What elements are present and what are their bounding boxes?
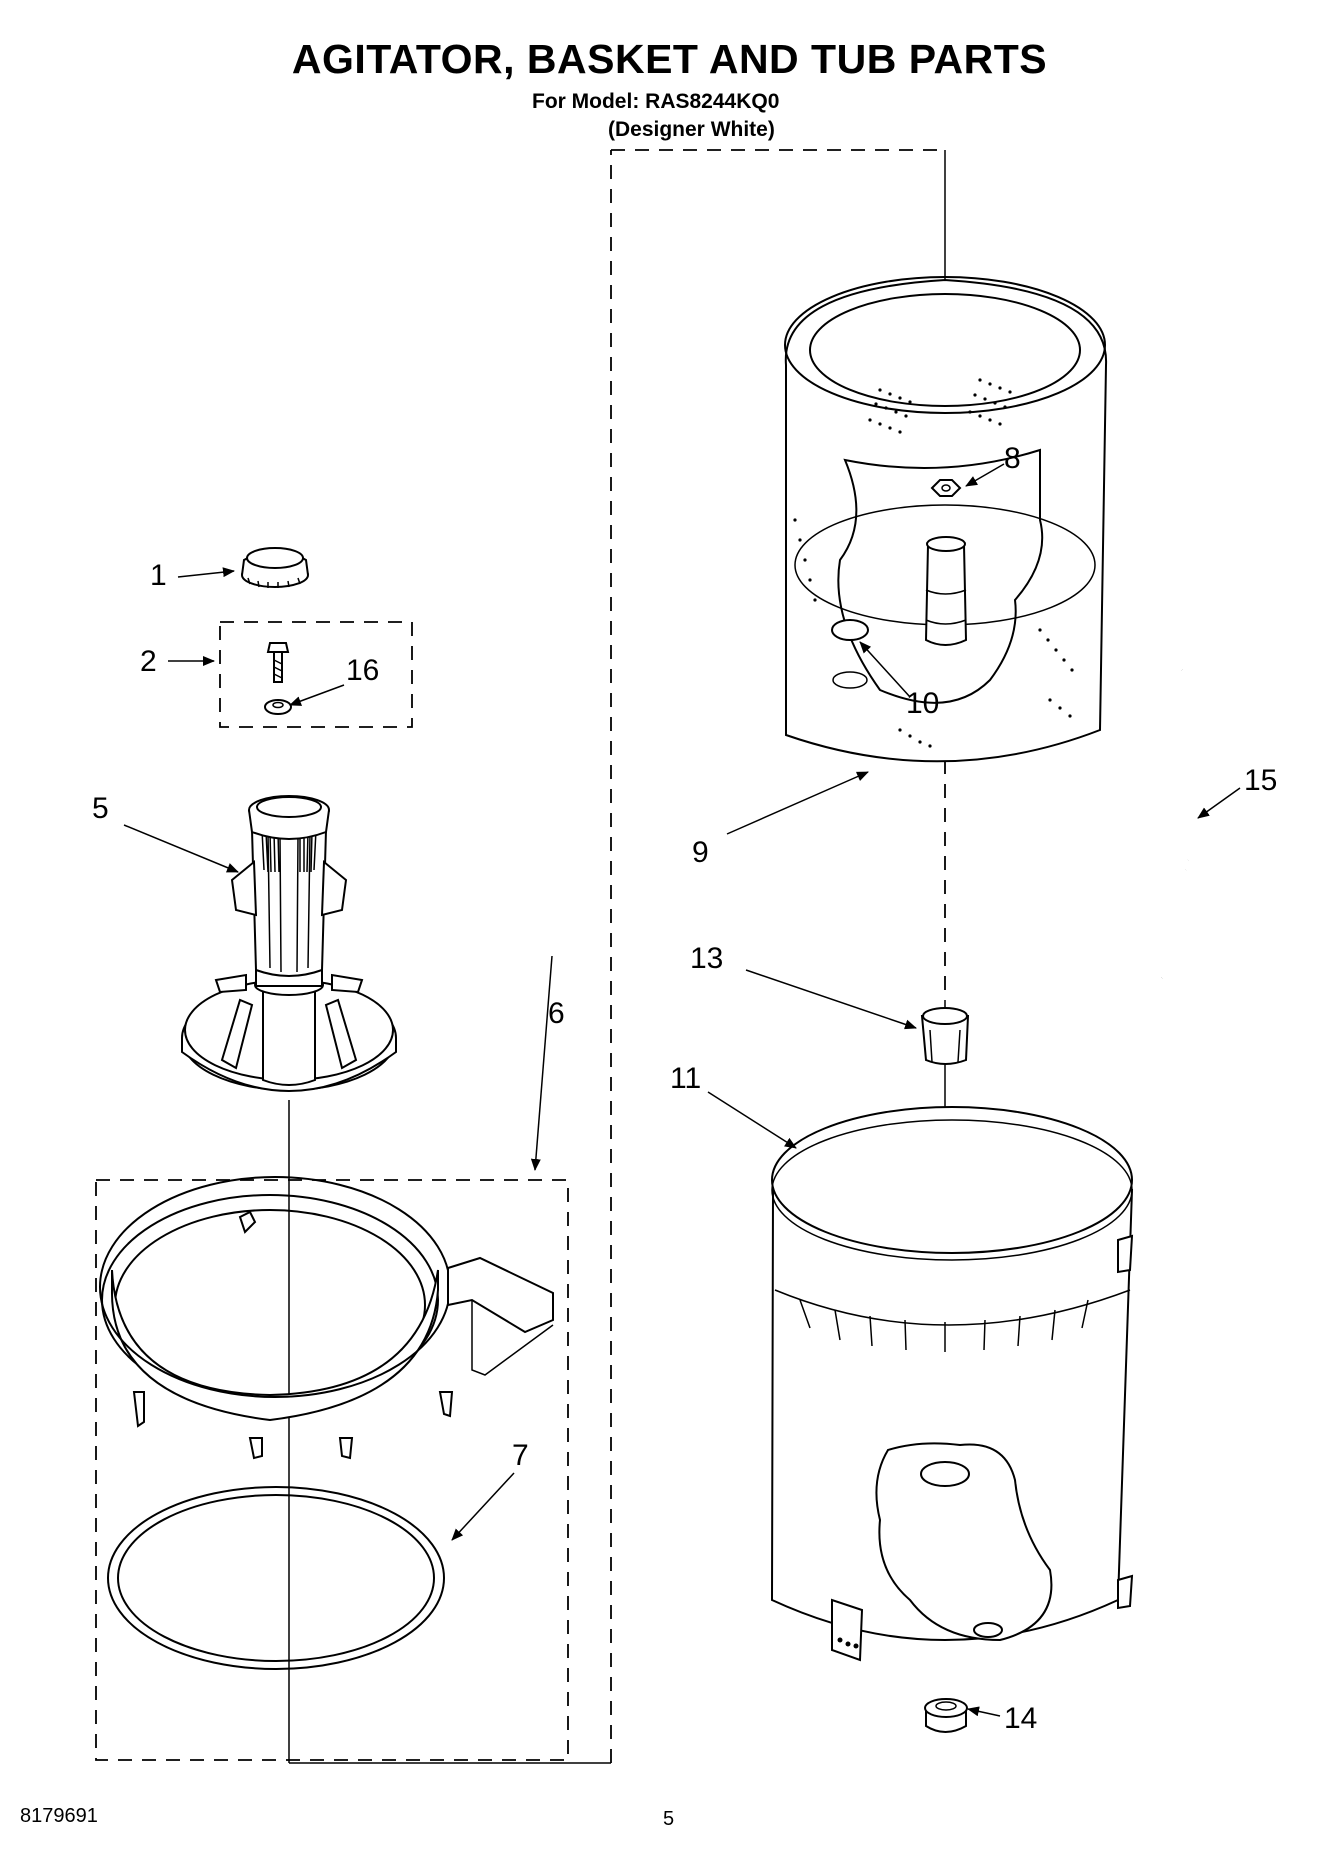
part-2-bolt-assembly xyxy=(219,621,413,728)
page-title: AGITATOR, BASKET AND TUB PARTS xyxy=(291,36,1048,82)
part-7-seal-ring xyxy=(107,1486,445,1670)
callout-13: 13 xyxy=(690,942,723,975)
callout-9: 9 xyxy=(692,836,709,869)
part-13-coupling xyxy=(920,1007,970,1065)
part-1-agitator-cap xyxy=(241,547,309,588)
callout-16: 16 xyxy=(346,654,379,687)
callout-labels: 1 2 16 5 6 7 8 9 10 11 13 14 15 xyxy=(92,442,1277,1735)
callout-15: 15 xyxy=(1244,764,1277,797)
callout-10: 10 xyxy=(906,687,939,720)
part-6-tub-ring xyxy=(95,1176,569,1761)
model-line: For Model: RAS8244KQ0 xyxy=(532,90,780,113)
callout-5: 5 xyxy=(92,792,109,825)
callout-2: 2 xyxy=(140,645,157,678)
document-number: 8179691 xyxy=(20,1805,98,1827)
part-15-hose xyxy=(1160,669,1195,979)
callout-arrows xyxy=(123,463,1241,1717)
part-9-basket xyxy=(784,276,1108,763)
callout-14: 14 xyxy=(1004,1702,1037,1735)
callout-11: 11 xyxy=(670,1062,701,1095)
part-14-drain-plug xyxy=(924,1698,968,1733)
page-number: 5 xyxy=(663,1808,675,1830)
callout-7: 7 xyxy=(512,1439,529,1472)
callout-8: 8 xyxy=(1004,442,1021,475)
part-5-agitator xyxy=(181,795,397,1092)
callout-1: 1 xyxy=(150,559,167,592)
callout-6: 6 xyxy=(548,997,565,1030)
color-line: (Designer White) xyxy=(608,118,775,141)
part-11-outer-tub xyxy=(770,1106,1134,1662)
